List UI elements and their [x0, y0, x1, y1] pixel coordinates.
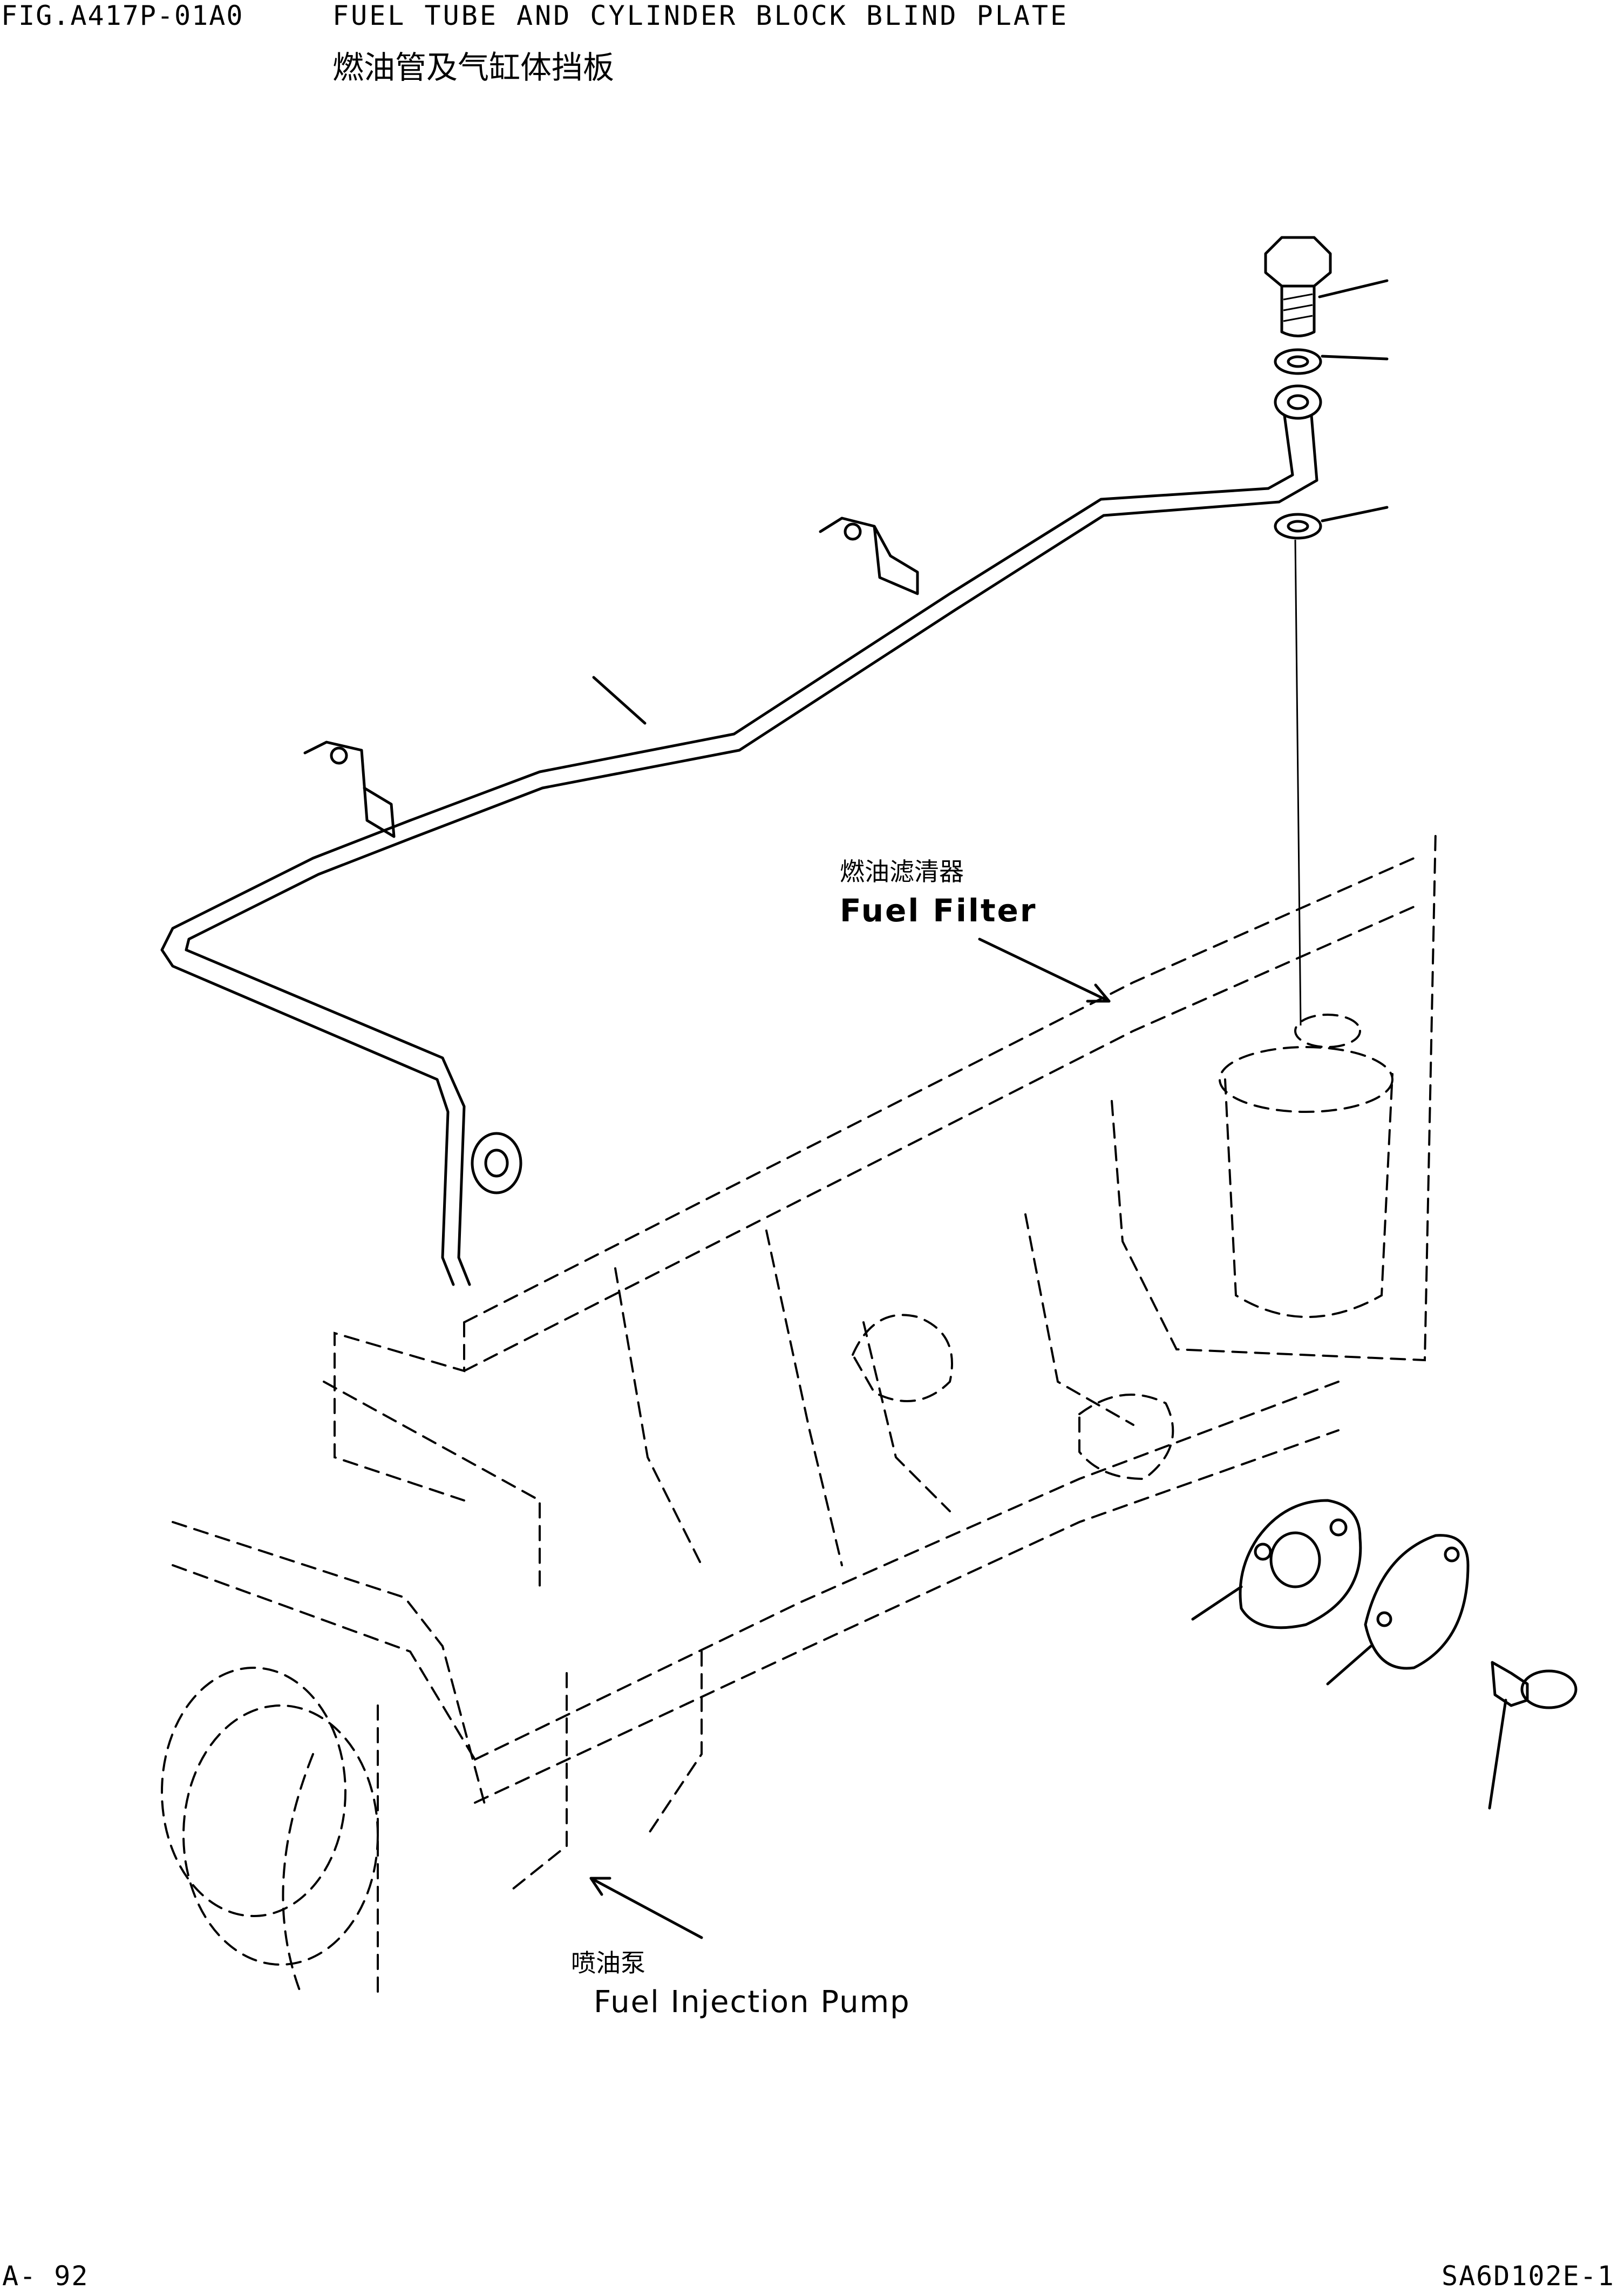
injection-pump-pointer [589, 1877, 703, 1939]
figure-number: FIG.A417P-01A0 [1, 0, 244, 31]
washer-icon [1274, 506, 1389, 1026]
banjo-fitting-icon [1267, 384, 1322, 504]
blind-plate-icon [1326, 1534, 1470, 1686]
page-number: A- 92 [2, 2260, 89, 2292]
fuel-tube [160, 487, 1281, 1286]
fuel-filter-label: Fuel Filter [840, 892, 1037, 929]
washer-icon [1274, 348, 1389, 375]
fuel-filter-label-chinese: 燃油滤清器 [840, 857, 964, 886]
page-title: FUEL TUBE AND CYLINDER BLOCK BLIND PLATE [332, 0, 1069, 31]
page-title-chinese: 燃油管及气缸体挡板 [332, 49, 615, 86]
gasket-icon [1191, 1499, 1362, 1629]
injection-pump-label-chinese: 喷油泵 [571, 1948, 645, 1978]
bolt-icon [1264, 236, 1389, 337]
injection-pump-label: Fuel Injection Pump [594, 1985, 910, 2020]
engine-block-outline [161, 830, 1437, 1998]
fuel-filter-pointer [978, 938, 1111, 1003]
model-code: SA6D102E-1 [1441, 2260, 1615, 2292]
bolt-icon [1488, 1661, 1578, 1810]
